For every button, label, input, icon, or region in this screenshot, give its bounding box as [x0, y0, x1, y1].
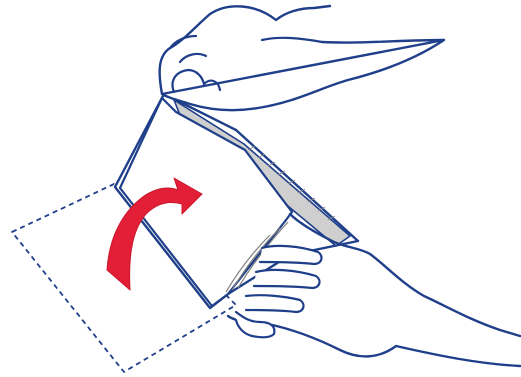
- left-hand-icon: [160, 6, 444, 110]
